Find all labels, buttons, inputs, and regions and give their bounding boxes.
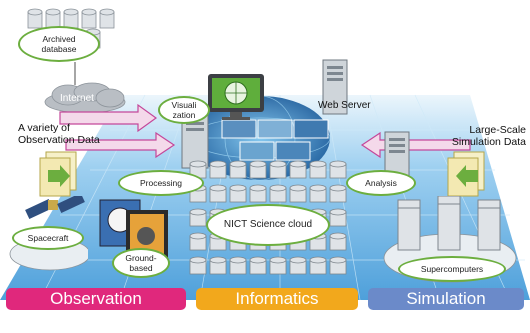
observation-data-label: A variety of Observation Data bbox=[18, 122, 100, 146]
simulation-documents-icon bbox=[447, 151, 485, 197]
spacecraft-label: Spacecraft bbox=[12, 226, 84, 250]
web-server-label: Web Server bbox=[318, 100, 371, 111]
ground-based-label: Ground-based bbox=[112, 248, 170, 278]
science-cloud-label: NICT Science cloud bbox=[206, 204, 330, 246]
science-cloud-cylinder-grid bbox=[189, 160, 347, 275]
map-tiles bbox=[221, 119, 329, 161]
observation-documents-icon bbox=[39, 151, 77, 197]
simulation-data-label: Large-Scale Simulation Data bbox=[451, 124, 526, 148]
archived-database-label: Archived database bbox=[18, 26, 100, 62]
arrow-internet-to-platform bbox=[59, 103, 158, 133]
band-observation: Observation bbox=[6, 288, 186, 310]
visualization-label: Visuali zation bbox=[158, 96, 210, 124]
band-simulation-label: Simulation bbox=[406, 289, 486, 308]
visualization-monitor-icon bbox=[208, 74, 264, 120]
internet-label: Internet bbox=[60, 93, 94, 104]
supercomputers-label: Supercomputers bbox=[398, 256, 506, 282]
arrow-observation-to-platform bbox=[65, 131, 176, 159]
internet-cloud bbox=[44, 82, 126, 114]
band-observation-label: Observation bbox=[50, 289, 142, 308]
arrow-simulation-to-platform bbox=[360, 131, 471, 159]
band-simulation: Simulation bbox=[368, 288, 524, 310]
web-server-icon bbox=[322, 59, 348, 115]
processing-label: Processing bbox=[118, 170, 204, 196]
band-informatics: Informatics bbox=[196, 288, 358, 310]
band-informatics-label: Informatics bbox=[235, 289, 319, 308]
analysis-label: Analysis bbox=[346, 170, 416, 196]
